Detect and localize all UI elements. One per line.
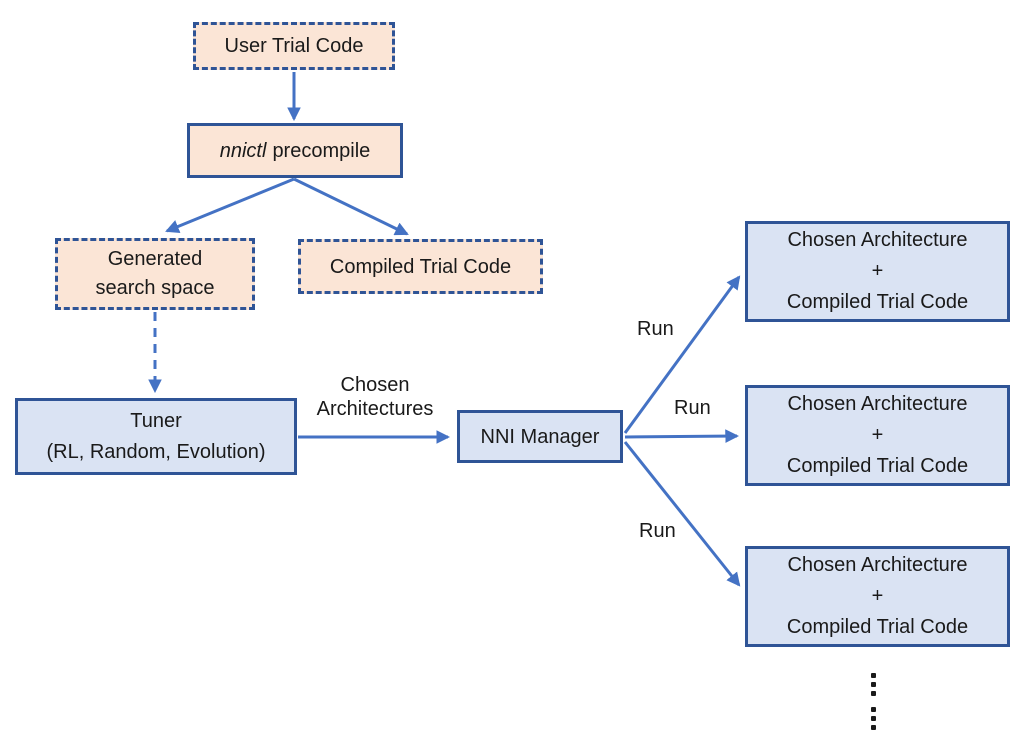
edge-label-run-middle: Run (674, 397, 711, 419)
node-tuner: Tuner (RL, Random, Evolution) (15, 398, 297, 475)
node-runner-1: Chosen Architecture + Compiled Trial Cod… (745, 221, 1010, 322)
chosen-architectures-line-1: Chosen (340, 374, 410, 396)
ellipsis-group-2 (871, 707, 876, 730)
ellipsis-group-1 (871, 673, 876, 696)
node-nni-manager-label: NNI Manager (480, 425, 600, 448)
chosen-architectures-line-2: Architectures (316, 398, 434, 420)
runner-2-line-2: + (871, 424, 884, 446)
edge-label-run-bottom: Run (639, 520, 676, 542)
generated-line-2: search space (95, 277, 215, 299)
runner-2-line-3: Compiled Trial Code (786, 455, 969, 477)
node-user-trial-code-label: User Trial Code (224, 35, 364, 57)
node-compiled-trial-code: Compiled Trial Code (298, 239, 543, 294)
runner-1-line-2: + (871, 260, 884, 282)
nnictl-italic-text: nnictl (219, 139, 267, 162)
node-runner-3: Chosen Architecture + Compiled Trial Cod… (745, 546, 1010, 647)
runner-2-line-1: Chosen Architecture (787, 393, 968, 415)
vertical-ellipsis-icon (871, 673, 876, 730)
node-runner-2: Chosen Architecture + Compiled Trial Cod… (745, 385, 1010, 486)
node-compiled-trial-code-label: Compiled Trial Code (329, 255, 512, 278)
runner-1-line-1: Chosen Architecture (787, 229, 968, 251)
arrow-precompile-to-search-space (165, 177, 295, 233)
node-nnictl-precompile-label: nnictl precompile (220, 137, 371, 165)
node-nni-manager: NNI Manager (457, 410, 623, 463)
runner-1-line-3: Compiled Trial Code (786, 291, 969, 313)
runner-3-line-2: + (871, 585, 884, 607)
runner-3-line-3: Compiled Trial Code (786, 616, 969, 638)
node-nnictl-precompile: nnictl precompile (187, 123, 403, 178)
node-user-trial-code: User Trial Code (193, 22, 395, 70)
arrow-precompile-to-compiled-code (293, 177, 409, 236)
node-generated-search-space: Generated search space (55, 238, 255, 310)
tuner-line-2: (RL, Random, Evolution) (46, 440, 266, 463)
tuner-line-1: Tuner (130, 409, 182, 432)
generated-line-1: Generated (107, 248, 203, 270)
edge-label-run-top: Run (637, 318, 674, 340)
edge-label-chosen-architectures: Chosen Architectures (305, 373, 445, 421)
arrow-nni-to-runner-3 (623, 441, 741, 587)
arrow-nni-to-runner-2 (624, 429, 740, 444)
arrow-nni-to-runner-1 (623, 275, 741, 434)
runner-3-line-1: Chosen Architecture (787, 554, 968, 576)
precompile-text: precompile (272, 139, 371, 162)
